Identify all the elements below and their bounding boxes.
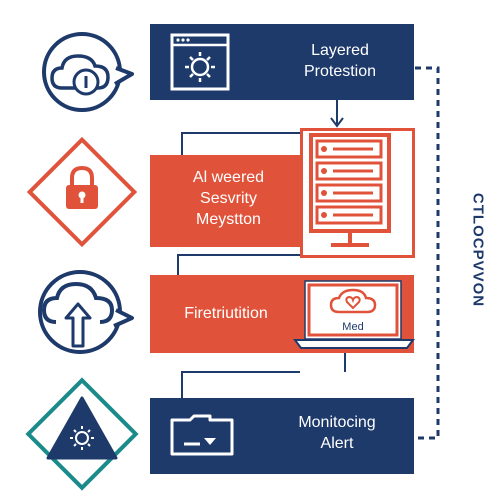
padlock-icon: [26, 136, 138, 248]
laptop-cloud-icon: Med: [293, 280, 415, 349]
connector-left-3: [181, 371, 300, 400]
side-vertical-label: CTLOCPVVON: [469, 192, 487, 308]
security-system-panel: Al weered Sesvrity Meystton: [150, 155, 305, 247]
browser-window-icon: [170, 33, 230, 91]
server-rack-icon: [309, 133, 391, 247]
warning-triangle-icon: [25, 377, 139, 491]
monitoring-alert-label: Monitocing Alert: [298, 414, 376, 452]
cloud-lock-icon: [42, 32, 134, 112]
layered-protection-label: Layered Protestion: [303, 42, 377, 80]
folder-icon: [170, 414, 234, 456]
security-system-label: Al weered Sesvrity Meystton: [192, 169, 265, 228]
layered-protection-panel: Layered Protestion: [150, 24, 414, 100]
cloud-upload-icon: [38, 270, 134, 354]
connector-left-2: [177, 254, 305, 275]
connector-left-1: [181, 132, 305, 155]
top-arrow-head: [330, 117, 344, 128]
monitoring-alert-panel: Monitocing Alert: [150, 398, 414, 474]
dashed-connector: [415, 66, 440, 440]
server-rack-box: [300, 128, 415, 258]
firewall-label: Firetriutition: [184, 305, 268, 322]
firewall-panel: Firetriutition Med: [150, 275, 415, 353]
laptop-label: Med: [342, 321, 363, 333]
